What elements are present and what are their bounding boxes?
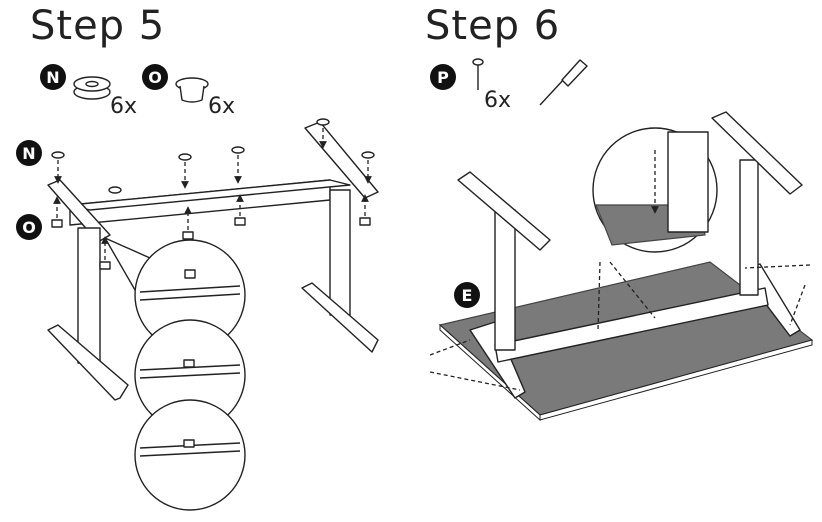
left-leg: [77, 227, 101, 364]
callout-n-badge: N: [16, 140, 42, 166]
detail-circle-3: [134, 399, 246, 511]
callout-o-badge: O: [16, 214, 42, 240]
left-foot: [47, 324, 129, 401]
part-o-icon: [175, 77, 209, 103]
screwdriver-icon: [539, 59, 588, 106]
part-n-icon: [73, 76, 111, 100]
step6-assembly: [429, 111, 814, 422]
right-plate: [711, 111, 803, 195]
part-n-badge: N: [40, 64, 66, 90]
part-o-qty: 6x: [208, 94, 236, 119]
step5-frame: [47, 118, 379, 511]
step5-pads: [51, 118, 375, 270]
step6-title: Step 6: [425, 3, 561, 49]
crossbeam-6: [494, 287, 769, 363]
left-plate: [457, 171, 551, 251]
detail-circle-2: [134, 319, 246, 431]
part-o-badge: O: [142, 64, 168, 90]
detail-circle-step6: [592, 127, 718, 253]
part-n-qty: 6x: [110, 94, 138, 119]
part-p-qty: 6x: [484, 88, 512, 113]
left-leg-6: [494, 209, 516, 351]
part-p-icon: [472, 58, 484, 90]
right-arm: [304, 121, 379, 199]
step5-title: Step 5: [30, 3, 166, 49]
right-foot: [301, 282, 379, 353]
callout-e-badge: E: [454, 282, 480, 308]
part-p-badge: P: [430, 64, 456, 90]
right-leg: [329, 189, 351, 316]
right-leg-6: [739, 159, 759, 296]
